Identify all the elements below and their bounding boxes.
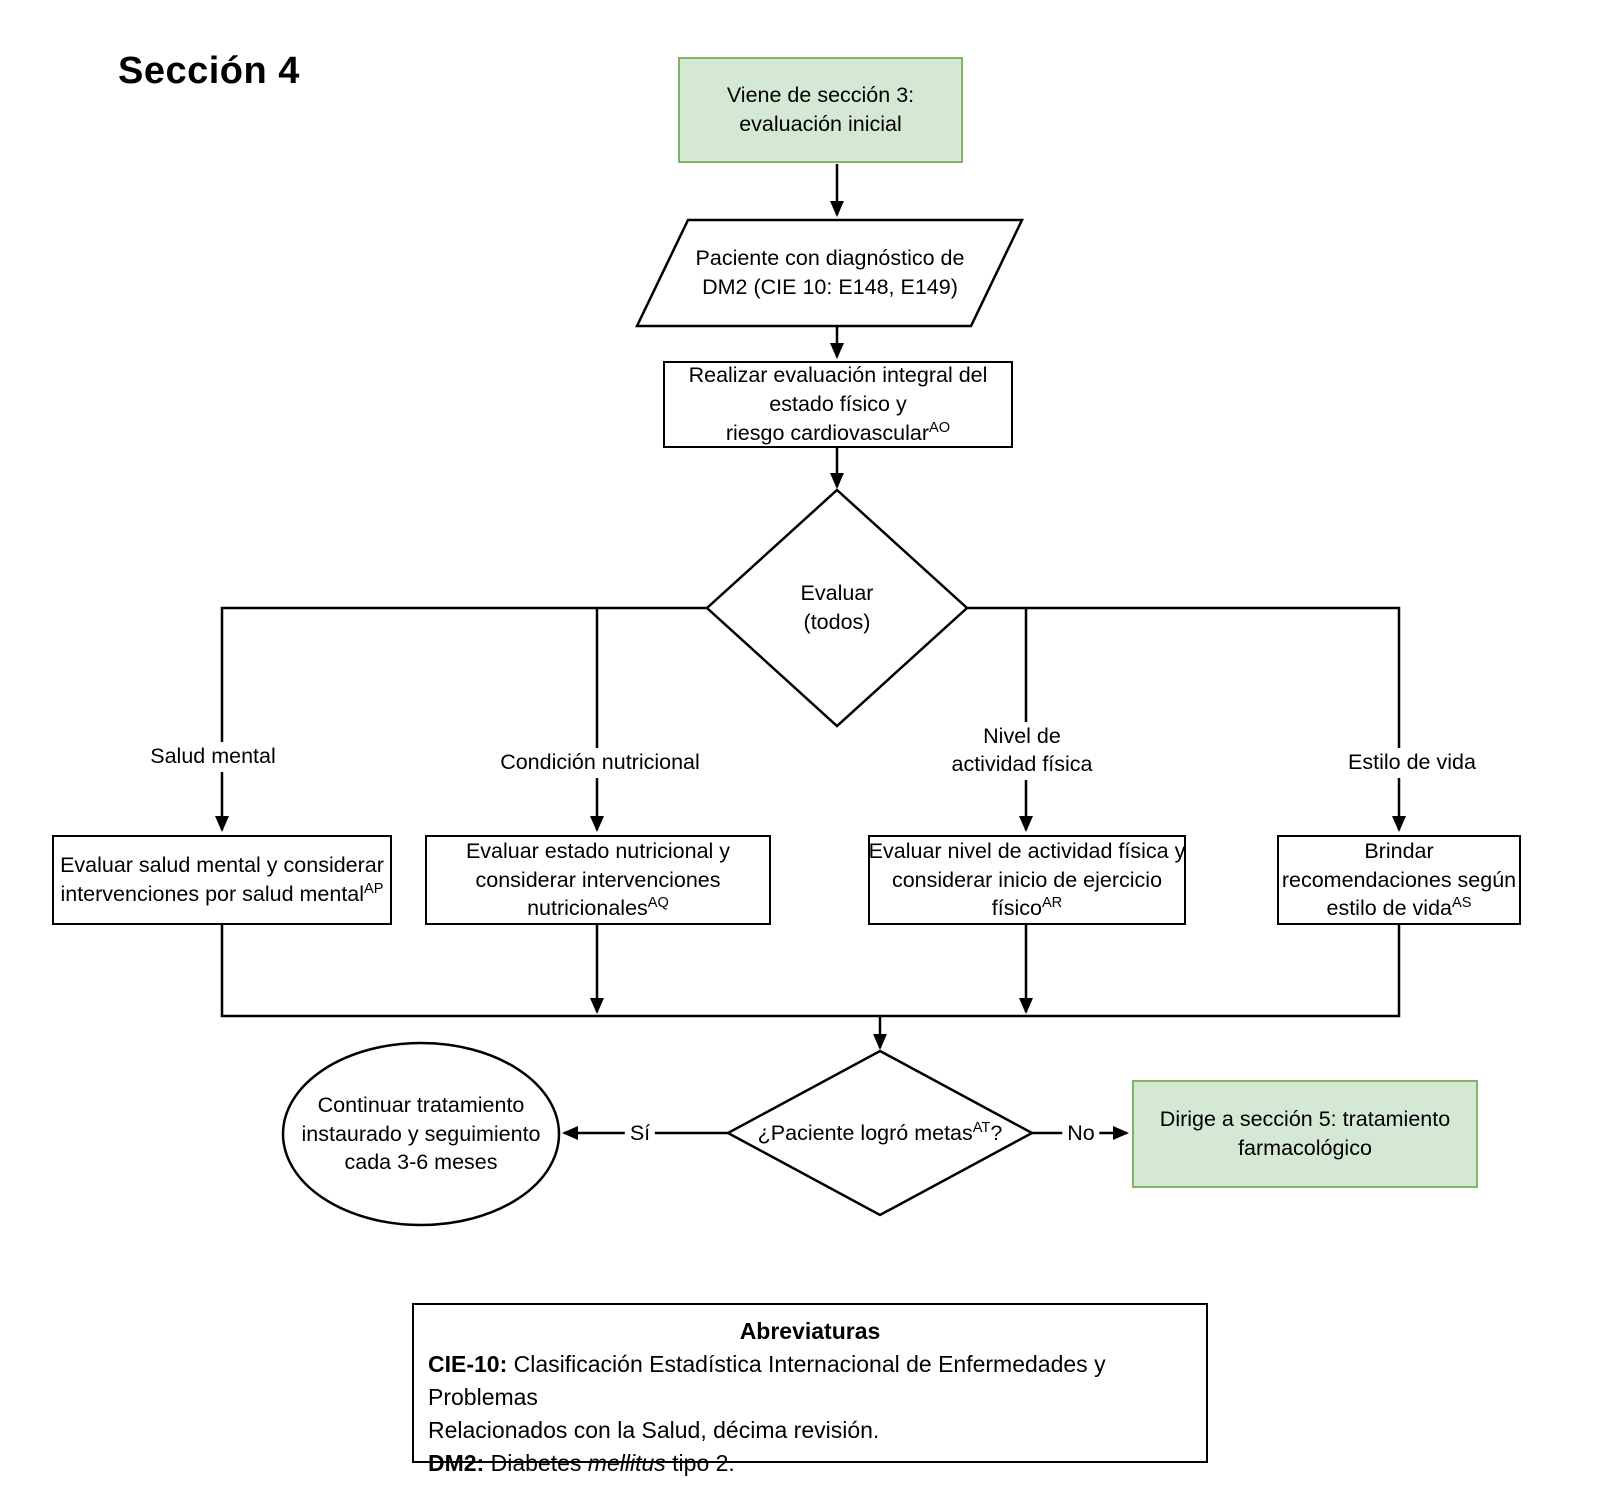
node-integral-line: riesgo cardiovascularAO [725, 419, 951, 445]
node-actividad-fisica: Evaluar nivel de actividad física y cons… [868, 835, 1186, 925]
node-start: Viene de sección 3: evaluación inicial [678, 57, 963, 163]
node-salud-mental-line: intervenciones por salud mentalAP [60, 880, 384, 906]
node-metas-line: ¿Paciente logró metasAT? [757, 1119, 1003, 1145]
node-evaluar-line: (todos) [803, 610, 871, 634]
edge-branch-mental [215, 606, 707, 832]
node-evaluar: Evaluar (todos) [737, 565, 937, 651]
node-patient: Paciente con diagnóstico de DM2 (CIE 10:… [655, 228, 1005, 318]
branch-label-condicion-nutricional: Condición nutricional [495, 748, 705, 778]
node-integral-line: estado físico y [769, 392, 907, 417]
abbreviations-box: Abreviaturas CIE-10: Clasificación Estad… [412, 1303, 1208, 1476]
node-evaluar-line: Evaluar [800, 581, 874, 606]
node-patient-line: Paciente con diagnóstico de [695, 246, 965, 271]
node-actividad-fisica-line: Evaluar nivel de actividad física y [868, 838, 1186, 863]
node-start-line: evaluación inicial [739, 112, 902, 136]
node-patient-line: DM2 (CIE 10: E148, E149) [702, 275, 958, 299]
node-nutricional-line: Evaluar estado nutricional y [465, 838, 731, 863]
node-seccion5: Dirige a sección 5: tratamiento farmacol… [1132, 1080, 1478, 1188]
node-estilo-de-vida-line: estilo de vidaAS [1326, 895, 1472, 921]
edge-converge-rail [220, 925, 1401, 1018]
diamond-metas [725, 1049, 1035, 1217]
parallelogram-patient [635, 218, 1024, 328]
node-salud-mental-line: Evaluar salud mental y considerar [60, 853, 384, 878]
footnote-ref-AS: AS [1452, 895, 1472, 912]
node-salud-mental: Evaluar salud mental y considerar interv… [52, 835, 392, 925]
footnote-ref-AP: AP [364, 880, 384, 897]
node-integral-line: Realizar evaluación integral del [688, 363, 988, 388]
footnote-ref-AO: AO [929, 419, 951, 436]
branch-label-actividad-fisica: Nivel de actividad física [946, 722, 1098, 780]
node-actividad-fisica-line: físicoAR [991, 895, 1063, 921]
ellipse-continuar [281, 1041, 561, 1227]
node-integral: Realizar evaluación integral del estado … [663, 361, 1013, 448]
branch-label-estilo-de-vida: Estilo de vida [1343, 748, 1481, 778]
node-continuar: Continuar tratamiento instaurado y segui… [293, 1076, 549, 1192]
node-nutricional-line: nutricionalesAQ [527, 895, 669, 921]
edge-label-no: No [1062, 1119, 1100, 1149]
abbreviation-cie10: CIE-10: Clasificación Estadística Intern… [428, 1351, 1106, 1443]
node-continuar-line: instaurado y seguimiento [301, 1121, 541, 1146]
edge-branch-estilo [967, 606, 1406, 832]
page-title: Sección 4 [118, 50, 300, 92]
node-metas: ¿Paciente logró metasAT? [730, 1110, 1030, 1156]
footnote-ref-AQ: AQ [647, 895, 669, 912]
branch-label-salud-mental: Salud mental [145, 742, 281, 772]
node-continuar-line: cada 3-6 meses [344, 1150, 498, 1175]
node-start-line: Viene de sección 3: [726, 83, 915, 108]
node-seccion5-line: farmacológico [1238, 1136, 1372, 1160]
node-estilo-de-vida-line: Brindar [1364, 838, 1434, 863]
footnote-ref-AT: AT [972, 1119, 991, 1136]
node-continuar-line: Continuar tratamiento [317, 1092, 525, 1117]
node-actividad-fisica-line: considerar inicio de ejercicio [891, 867, 1163, 892]
node-seccion5-line: Dirige a sección 5: tratamiento [1159, 1107, 1451, 1132]
diamond-evaluar [705, 488, 969, 728]
abbreviations-title: Abreviaturas [739, 1318, 881, 1344]
footnote-ref-AR: AR [1041, 895, 1063, 912]
node-nutricional: Evaluar estado nutricional y considerar … [425, 835, 771, 925]
abbreviation-dm2: DM2: Diabetes mellitus tipo 2. [428, 1450, 735, 1476]
node-estilo-de-vida: Brindar recomendaciones según estilo de … [1277, 835, 1521, 925]
edge-label-si: Sí [624, 1119, 656, 1149]
node-nutricional-line: considerar intervenciones [475, 867, 721, 892]
node-estilo-de-vida-line: recomendaciones según [1281, 867, 1517, 892]
